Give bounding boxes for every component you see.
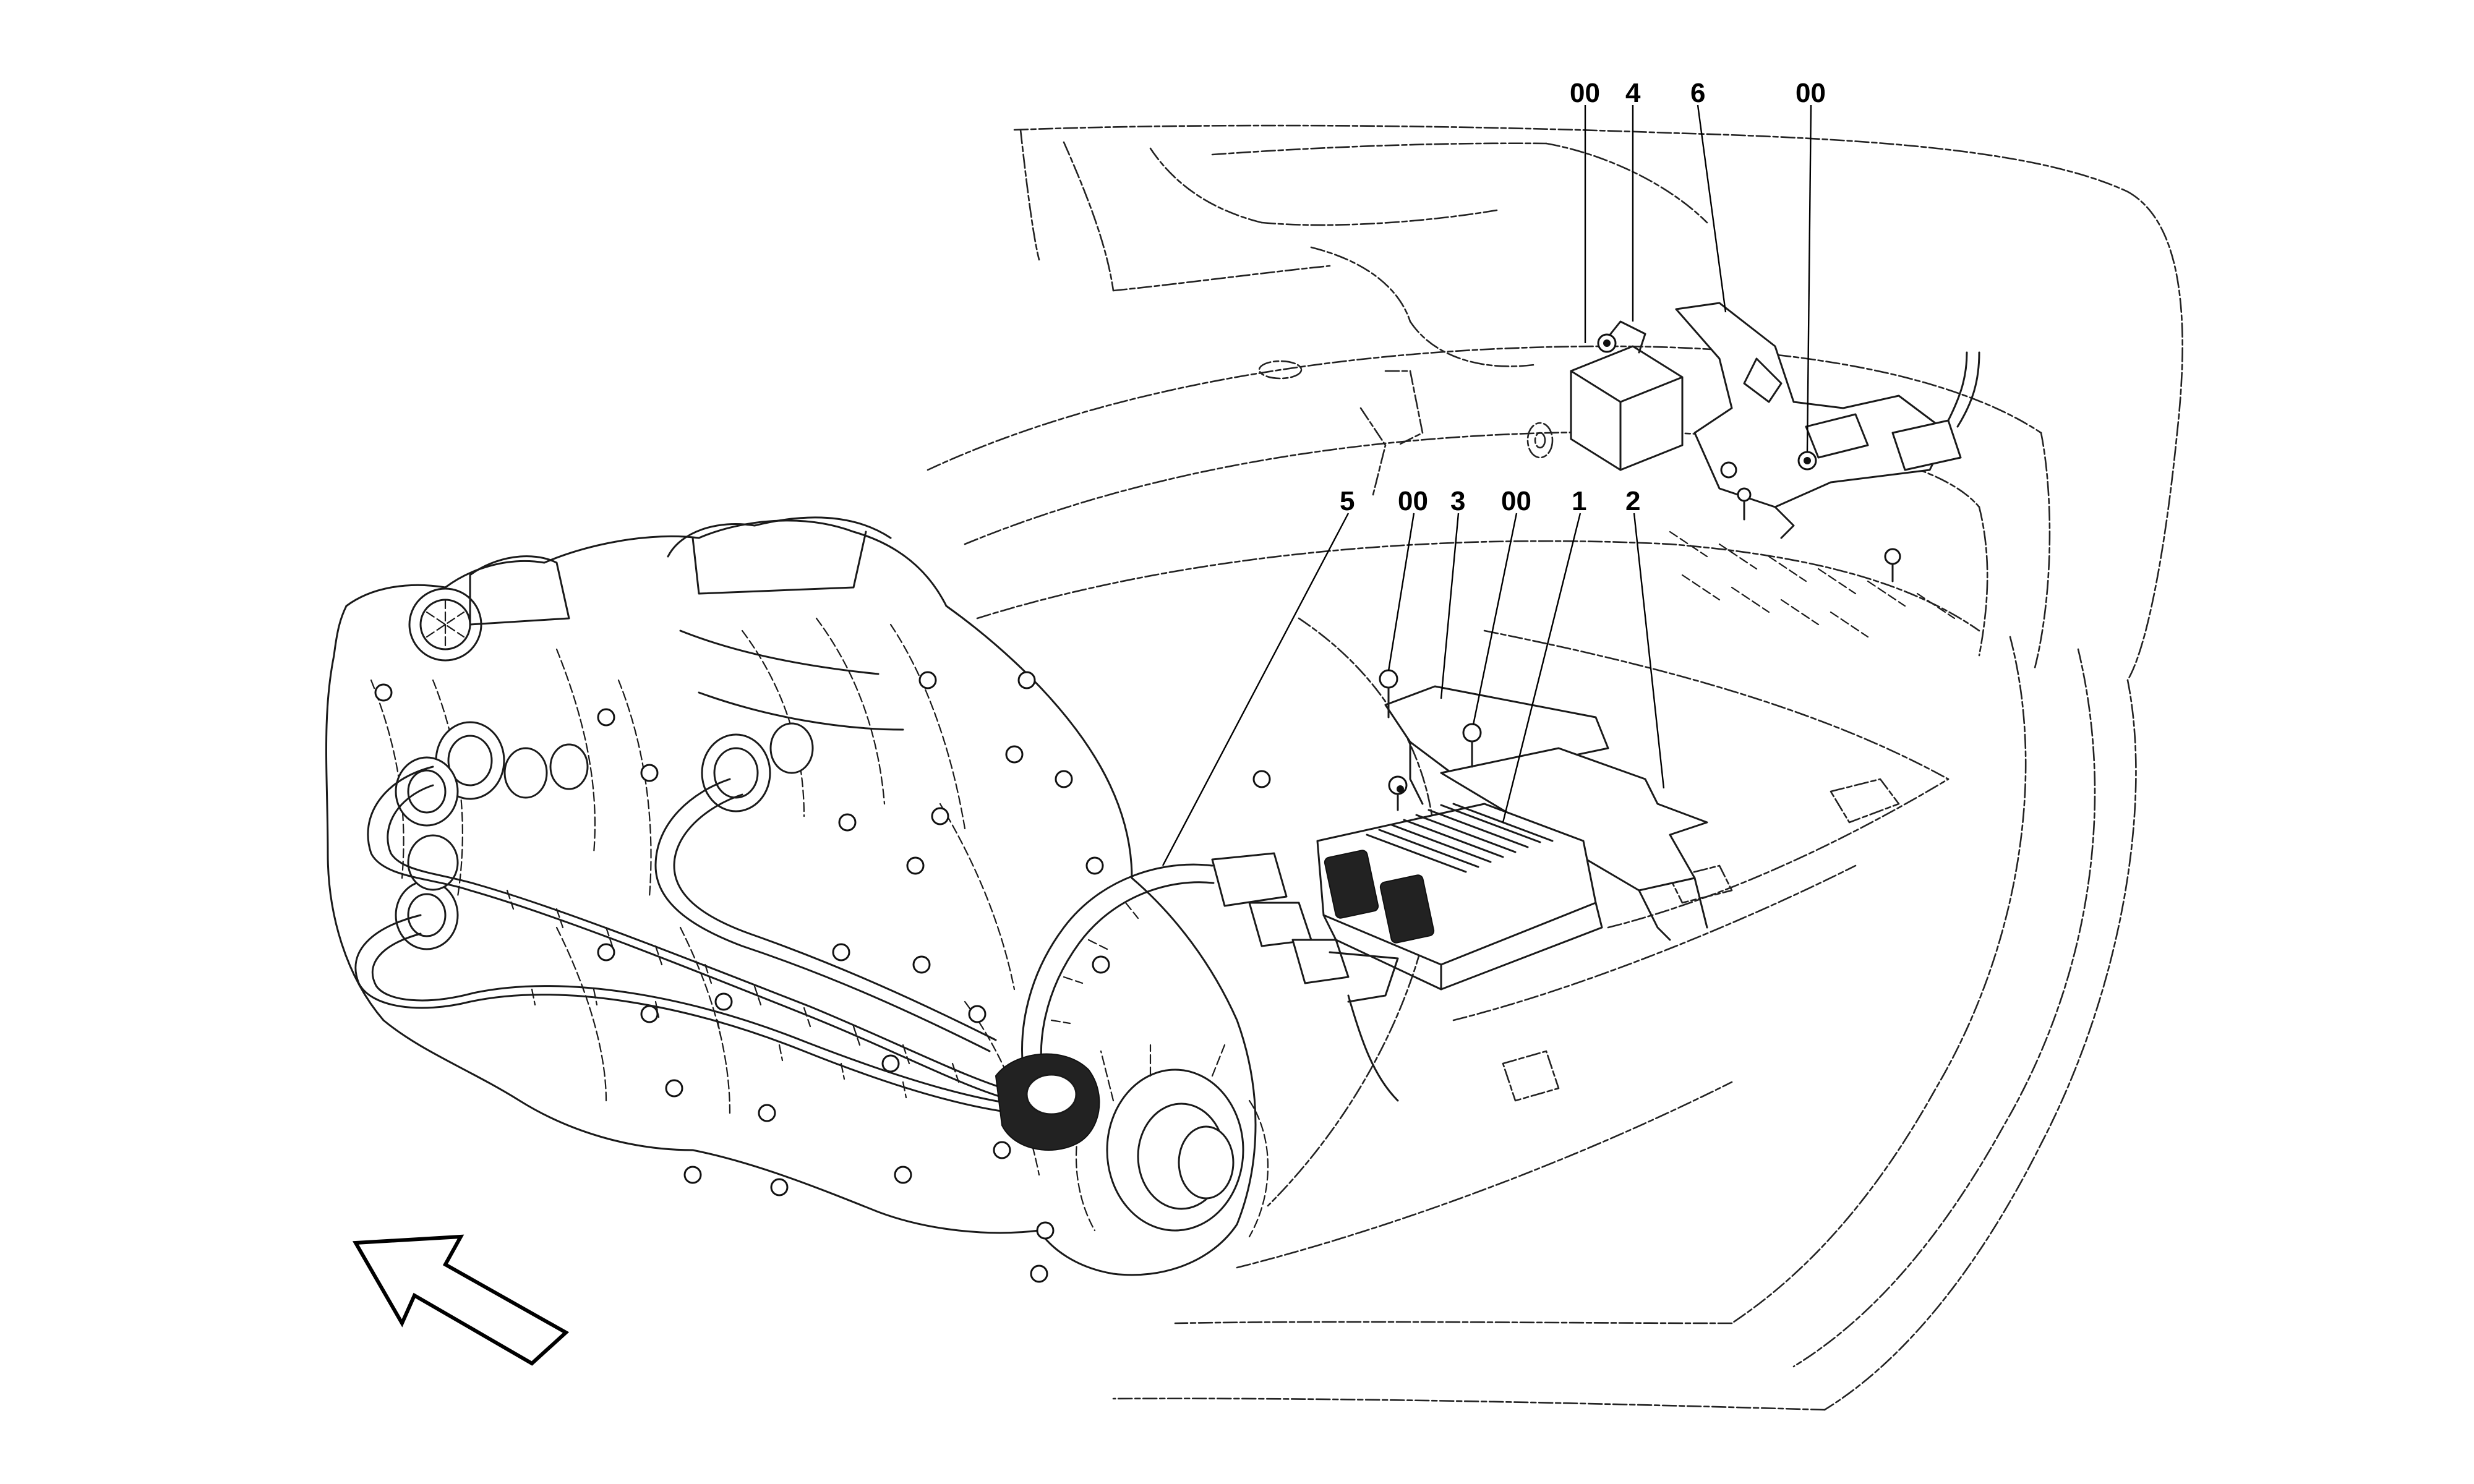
wiring-harness	[354, 765, 1399, 1151]
car-body-outline	[927, 124, 2183, 1411]
callout-5: 5	[1340, 486, 1355, 516]
callout-00-mid-right: 00	[1501, 486, 1531, 516]
module-assembly	[1570, 302, 1980, 582]
gearbox-bolts	[374, 671, 1271, 1283]
callout-6: 6	[1690, 78, 1705, 108]
callout-1: 1	[1572, 486, 1586, 516]
callout-00-top-right: 00	[1796, 78, 1826, 108]
callout-00-mid-left: 00	[1398, 486, 1428, 516]
ecu-assembly	[1316, 669, 1708, 991]
callout-3: 3	[1450, 486, 1465, 516]
leader-lines	[1162, 104, 1812, 866]
callout-00-top-left: 00	[1570, 78, 1600, 108]
gearbox-housing	[325, 516, 1269, 1276]
callout-labels: 00 4 6 00 5 00 3 00 1 2	[1340, 78, 1826, 516]
callout-4: 4	[1625, 78, 1641, 108]
direction-arrow-icon	[352, 1234, 570, 1366]
callout-2: 2	[1625, 486, 1640, 516]
